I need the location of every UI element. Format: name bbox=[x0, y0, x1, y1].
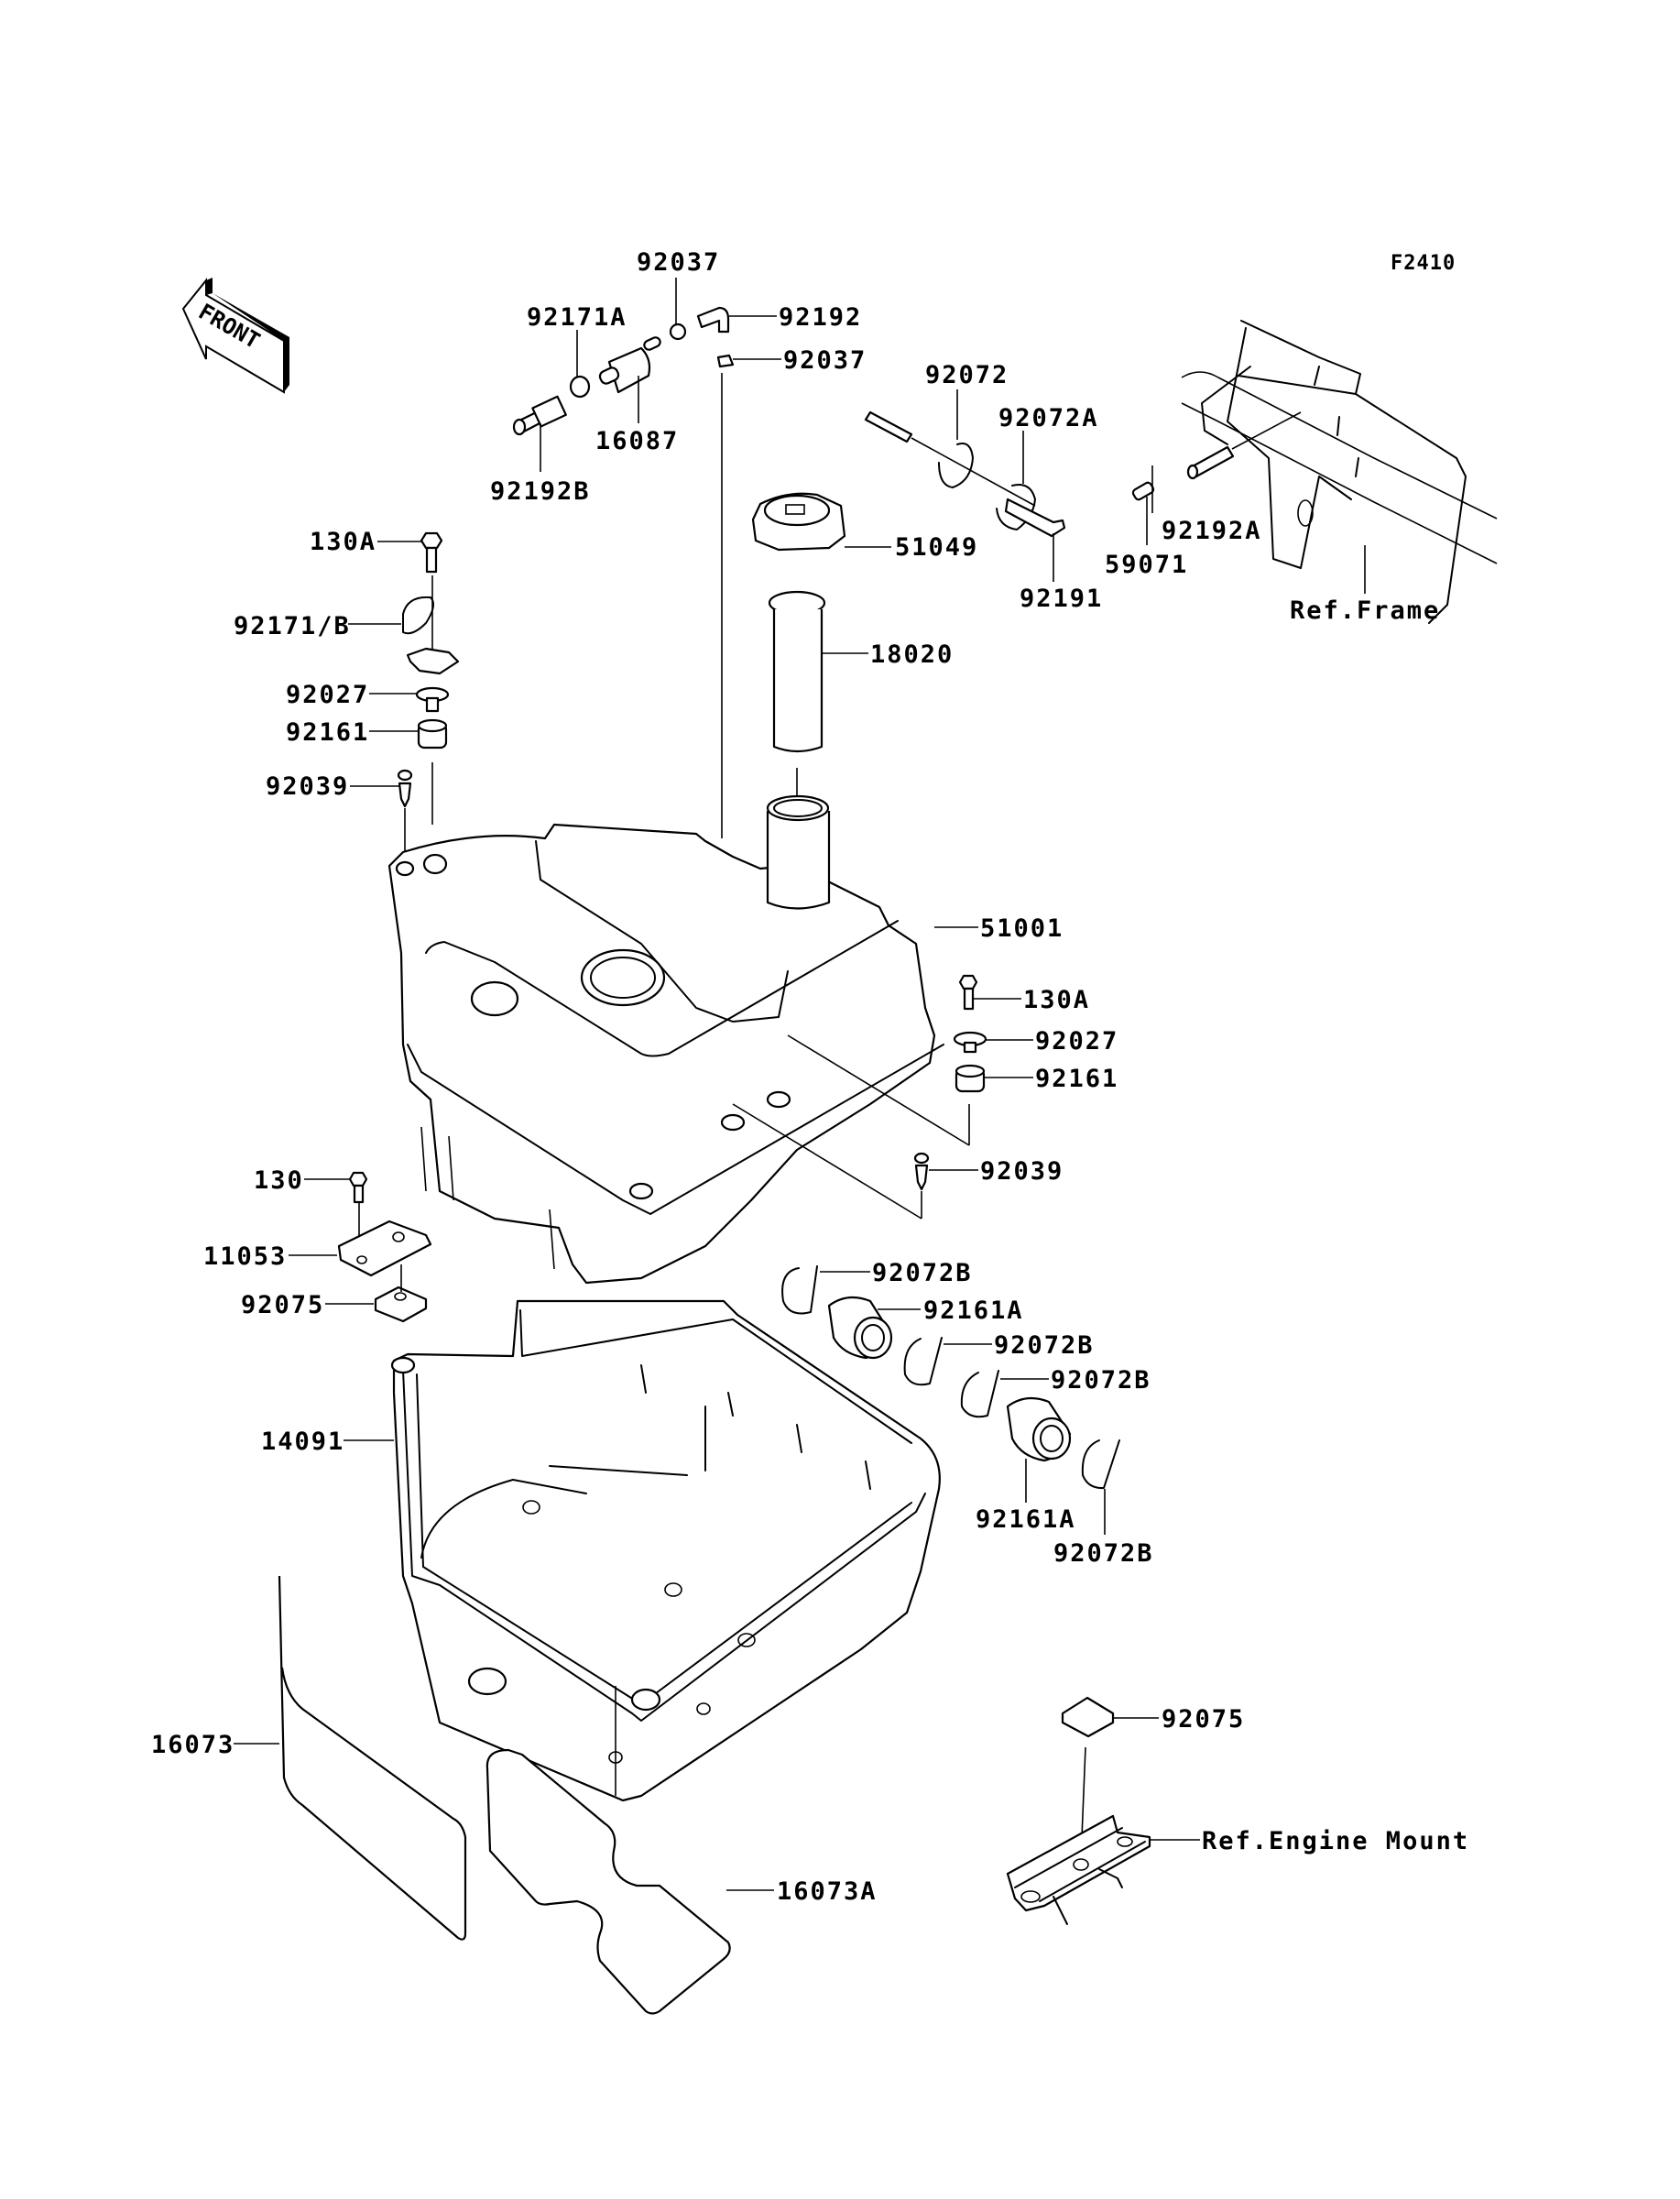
label-ref-engine-mount: Ref.Engine Mount bbox=[1202, 1827, 1469, 1855]
label-92037-top: 92037 bbox=[637, 248, 720, 277]
part-16087-fuel-cock[interactable] bbox=[598, 336, 661, 394]
ref-frame-bracket bbox=[1181, 320, 1498, 624]
label-92072: 92072 bbox=[925, 361, 1009, 389]
part-18020-strainer[interactable] bbox=[768, 590, 826, 753]
label-92039-left: 92039 bbox=[266, 772, 349, 801]
label-92161A-1: 92161A bbox=[923, 1296, 1024, 1325]
label-92161-right: 92161 bbox=[1035, 1065, 1118, 1093]
label-11053: 11053 bbox=[203, 1242, 287, 1271]
part-59071-fitting[interactable] bbox=[1131, 481, 1155, 501]
diagram-code: F2410 bbox=[1391, 252, 1456, 275]
label-92161A-2: 92161A bbox=[976, 1505, 1076, 1534]
label-92075-left: 92075 bbox=[241, 1291, 324, 1319]
part-92072B-clamp-3[interactable] bbox=[960, 1370, 999, 1418]
part-92161-left-damper[interactable] bbox=[417, 718, 448, 749]
label-51001: 51001 bbox=[980, 914, 1064, 943]
part-92171B-clamp[interactable] bbox=[402, 596, 460, 675]
part-92191-hose[interactable] bbox=[1004, 498, 1066, 538]
part-92075-left-pad[interactable] bbox=[374, 1285, 428, 1323]
part-92072B-clamp-4[interactable] bbox=[1081, 1439, 1120, 1490]
part-130-bolt[interactable] bbox=[348, 1171, 368, 1204]
part-92192B-fitting[interactable] bbox=[512, 395, 567, 436]
label-ref-frame: Ref.Frame bbox=[1290, 596, 1440, 625]
part-92027-left-collar[interactable] bbox=[415, 686, 450, 713]
label-92161-left: 92161 bbox=[286, 718, 369, 747]
label-130A-left: 130A bbox=[310, 528, 376, 556]
part-11053-bracket[interactable] bbox=[337, 1220, 432, 1277]
part-92072B-clamp-2[interactable] bbox=[903, 1337, 943, 1386]
part-130A-right-bolt[interactable] bbox=[958, 974, 978, 1011]
front-arrow-icon: FRONT bbox=[181, 278, 289, 394]
part-92161-right-damper[interactable] bbox=[955, 1064, 986, 1093]
part-92039-right-rivet[interactable] bbox=[913, 1152, 930, 1191]
label-130: 130 bbox=[254, 1166, 304, 1195]
label-92072B-4: 92072B bbox=[1053, 1539, 1154, 1568]
part-51049-fuel-cap[interactable] bbox=[751, 492, 846, 552]
part-92072-clamp[interactable] bbox=[938, 443, 974, 488]
label-92072B-2: 92072B bbox=[994, 1331, 1095, 1360]
label-92192B: 92192B bbox=[490, 477, 591, 506]
label-51049: 51049 bbox=[895, 533, 978, 562]
label-16073: 16073 bbox=[151, 1731, 235, 1759]
part-92039-left-rivet[interactable] bbox=[397, 769, 413, 808]
part-breather-pipe[interactable] bbox=[864, 410, 913, 443]
label-92037-mid: 92037 bbox=[783, 346, 867, 375]
part-16073-insulator[interactable] bbox=[278, 1575, 467, 1941]
ref-engine-mount bbox=[1006, 1814, 1151, 1925]
label-92192: 92192 bbox=[779, 303, 862, 332]
label-92075-right: 92075 bbox=[1162, 1705, 1245, 1734]
label-92072A: 92072A bbox=[998, 404, 1099, 432]
part-16073A-insulator[interactable] bbox=[485, 1748, 731, 2015]
part-51001-fuel-tank[interactable] bbox=[387, 794, 944, 1285]
label-92072B-3: 92072B bbox=[1051, 1366, 1151, 1395]
label-92191: 92191 bbox=[1020, 585, 1103, 613]
label-92027-right: 92027 bbox=[1035, 1027, 1118, 1056]
part-92075-right-pad[interactable] bbox=[1061, 1696, 1115, 1738]
part-130A-left-bolt[interactable] bbox=[420, 531, 443, 574]
label-92027-left: 92027 bbox=[286, 681, 369, 709]
label-92072B-1: 92072B bbox=[872, 1259, 973, 1287]
part-92161A-damper-1[interactable] bbox=[827, 1296, 893, 1360]
part-92192-hose[interactable] bbox=[696, 306, 730, 334]
label-130A-right: 130A bbox=[1023, 986, 1090, 1014]
label-92171B: 92171/B bbox=[234, 612, 351, 640]
part-92161A-damper-2[interactable] bbox=[1006, 1396, 1072, 1462]
label-16087: 16087 bbox=[595, 427, 679, 455]
label-14091: 14091 bbox=[261, 1428, 344, 1456]
label-59071: 59071 bbox=[1105, 551, 1188, 579]
part-92037-top-clamp[interactable] bbox=[669, 323, 687, 341]
part-92027-right-collar[interactable] bbox=[953, 1031, 987, 1054]
label-92039-right: 92039 bbox=[980, 1157, 1064, 1186]
part-92192A-fitting[interactable] bbox=[1186, 445, 1235, 480]
part-92171A-clamp[interactable] bbox=[569, 375, 591, 399]
part-92037-mid-clamp[interactable] bbox=[716, 354, 735, 368]
label-92171A: 92171A bbox=[527, 303, 627, 332]
part-14091-tray[interactable] bbox=[390, 1299, 941, 1802]
label-92192A: 92192A bbox=[1162, 517, 1262, 545]
part-92072B-clamp-1[interactable] bbox=[781, 1265, 818, 1315]
label-18020: 18020 bbox=[870, 640, 954, 669]
label-16073A: 16073A bbox=[777, 1877, 878, 1906]
